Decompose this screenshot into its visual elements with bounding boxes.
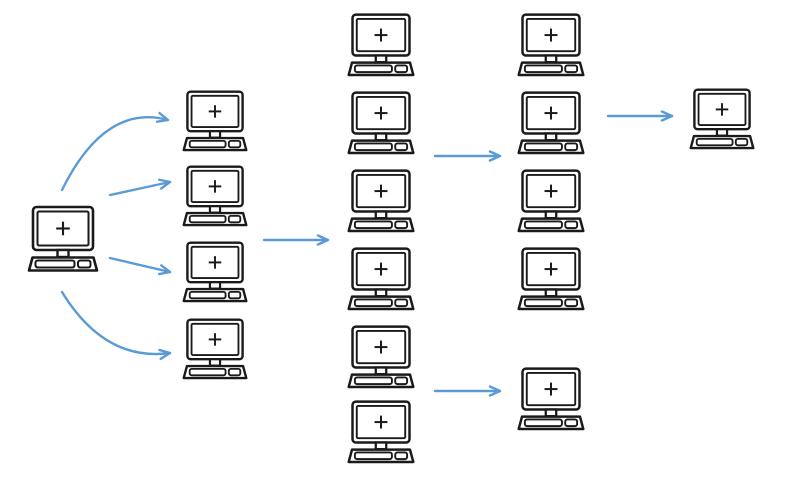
desktop-computer-icon[interactable] xyxy=(182,318,248,380)
desktop-computer-icon[interactable] xyxy=(182,90,248,152)
desktop-computer-icon[interactable] xyxy=(182,241,248,303)
desktop-computer-icon[interactable] xyxy=(517,247,585,311)
arrow-head xyxy=(158,348,172,361)
arrow-stage4-to-sink xyxy=(606,110,674,122)
arrow-head xyxy=(155,111,170,123)
arrow-stage2-to-stage3 xyxy=(262,234,330,246)
arrow-head xyxy=(158,178,172,190)
desktop-computer-icon[interactable] xyxy=(517,367,585,431)
desktop-computer-icon[interactable] xyxy=(347,325,415,389)
arrow-shaft xyxy=(60,116,170,192)
arrow-shaft xyxy=(60,290,172,356)
desktop-computer-icon[interactable] xyxy=(347,247,415,311)
node-column-stage-2 xyxy=(182,90,248,380)
arrows-layer xyxy=(60,110,674,397)
arrow-stage3-to-stage4-upper xyxy=(433,150,502,162)
desktop-computer-icon[interactable] xyxy=(347,91,415,155)
nodes-layer xyxy=(27,13,755,464)
arrow-shaft xyxy=(108,180,172,197)
desktop-computer-icon[interactable] xyxy=(27,205,99,272)
arrow-source-to-stage2-bottom xyxy=(60,290,172,361)
arrow-head xyxy=(158,264,172,276)
desktop-computer-icon[interactable] xyxy=(347,400,415,464)
arrow-source-to-stage2-lower-mid xyxy=(108,256,172,276)
arrow-head xyxy=(316,234,330,246)
desktop-computer-icon[interactable] xyxy=(347,169,415,233)
desktop-computer-icon[interactable] xyxy=(347,13,415,77)
node-column-sink xyxy=(689,88,755,150)
arrow-stage3-to-stage4-lower xyxy=(433,385,502,397)
arrow-head xyxy=(660,110,674,122)
node-column-source xyxy=(27,205,99,272)
desktop-computer-icon[interactable] xyxy=(517,91,585,155)
desktop-computer-icon[interactable] xyxy=(517,13,585,77)
arrow-source-to-stage2-top xyxy=(60,111,170,192)
desktop-computer-icon[interactable] xyxy=(689,88,755,150)
desktop-computer-icon[interactable] xyxy=(517,169,585,233)
arrow-shaft xyxy=(108,256,172,274)
node-column-stage-4 xyxy=(517,13,585,431)
arrow-source-to-stage2-upper-mid xyxy=(108,178,172,197)
arrow-head xyxy=(488,385,502,397)
arrow-head xyxy=(488,150,502,162)
node-column-stage-3 xyxy=(347,13,415,464)
desktop-computer-icon[interactable] xyxy=(182,165,248,227)
